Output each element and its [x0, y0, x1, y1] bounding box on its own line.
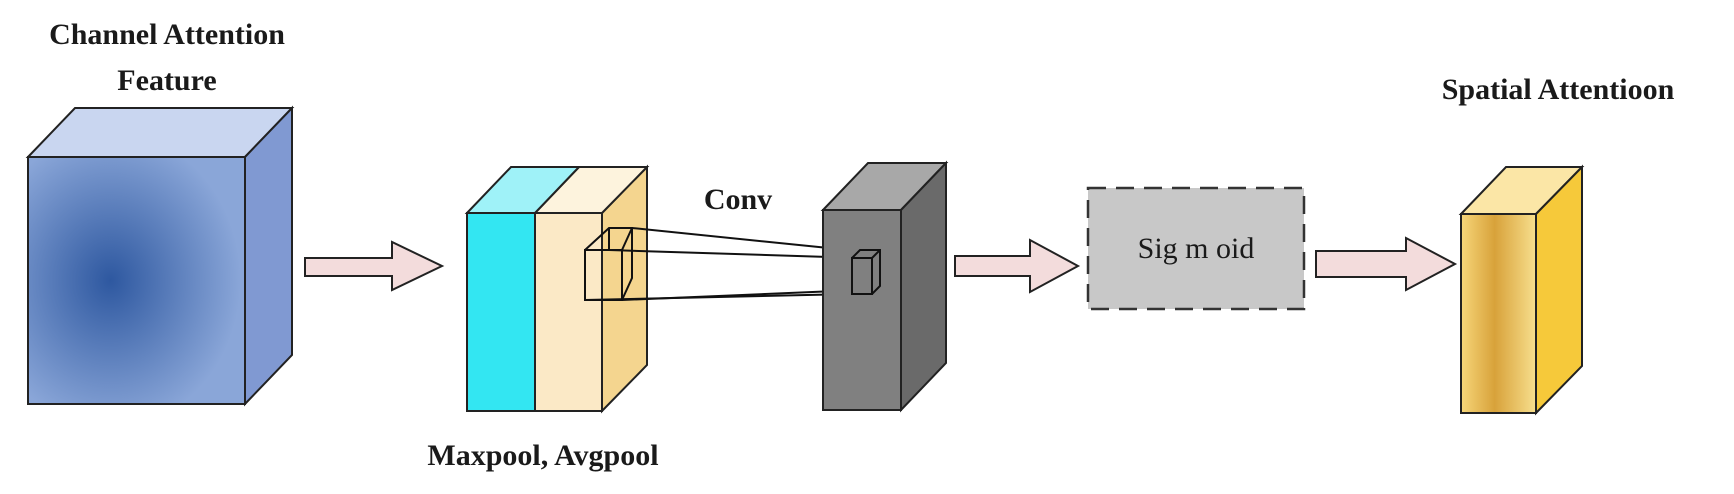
- spatial-front-face: [1460, 213, 1537, 414]
- flow-arrow-2: [954, 238, 1081, 294]
- conv-front-face: [822, 209, 902, 411]
- conv-feature-map: [820, 160, 949, 413]
- flow-arrow-1: [304, 240, 445, 292]
- channel-feature-label-line2: Feature: [117, 64, 216, 97]
- spatial-attention-map: [1458, 164, 1585, 416]
- spatial-attention-label: Spatial Attentioon: [1442, 73, 1675, 106]
- conv-label: Conv: [704, 183, 772, 216]
- sigmoid-label: Sig m oid: [1138, 232, 1255, 265]
- maxpool-front-face: [466, 212, 536, 412]
- channel-cube-front-face: [27, 156, 246, 405]
- flow-arrow-3: [1315, 236, 1458, 292]
- pooling-block: [464, 164, 650, 414]
- channel-cube-side-face: [244, 105, 293, 407]
- conv-output-cell: [851, 249, 881, 295]
- pool-label: Maxpool, Avgpool: [427, 439, 658, 472]
- channel-attention-feature-cube: [25, 105, 295, 407]
- channel-feature-label-line1: Channel Attention: [49, 18, 285, 51]
- sigmoid-box: [1086, 186, 1306, 311]
